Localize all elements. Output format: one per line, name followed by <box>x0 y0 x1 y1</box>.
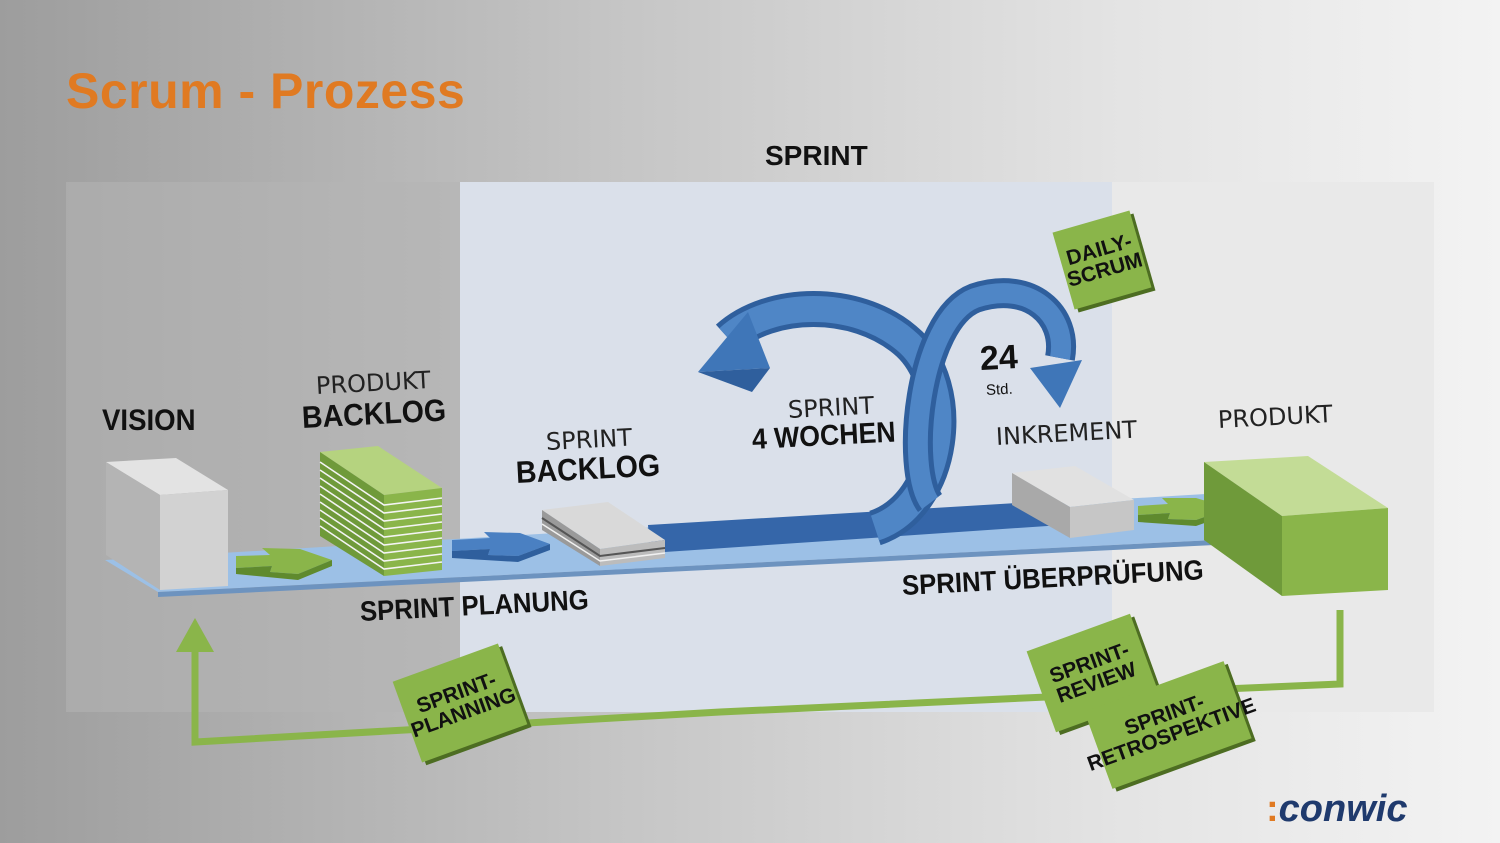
sprint-track <box>648 503 1062 553</box>
sprint-header-label: SPRINT <box>765 140 868 171</box>
daily-cycle-arrow <box>902 278 1082 513</box>
phase-panel-product <box>1112 182 1434 712</box>
daily-cycle-unit: Std. <box>985 380 1014 399</box>
logo-text: conwic <box>1278 788 1408 830</box>
flow-arrow-green-1 <box>236 548 332 580</box>
product-backlog-stack <box>319 446 443 576</box>
flow-arrow-blue <box>452 532 550 562</box>
conwic-logo: :conwic <box>1266 788 1407 831</box>
product-label: PRODUKT <box>1217 400 1334 434</box>
product-box <box>1204 456 1388 596</box>
logo-colon: : <box>1266 788 1279 830</box>
vision-label: VISION <box>102 404 196 437</box>
page-title: Scrum - Prozess <box>66 63 466 119</box>
product-backlog-label-bottom: BACKLOG <box>301 392 447 435</box>
feedback-loop-arrow <box>176 610 1344 746</box>
daily-cycle-value: 24 <box>978 338 1019 378</box>
phase-panel-sprint <box>460 182 1112 712</box>
increment-box <box>1012 466 1134 538</box>
sprint-backlog-label-bottom: BACKLOG <box>515 447 661 490</box>
vision-box <box>106 458 228 590</box>
phase-panel-planning <box>66 182 460 712</box>
sprint-backlog-stack <box>541 502 666 566</box>
